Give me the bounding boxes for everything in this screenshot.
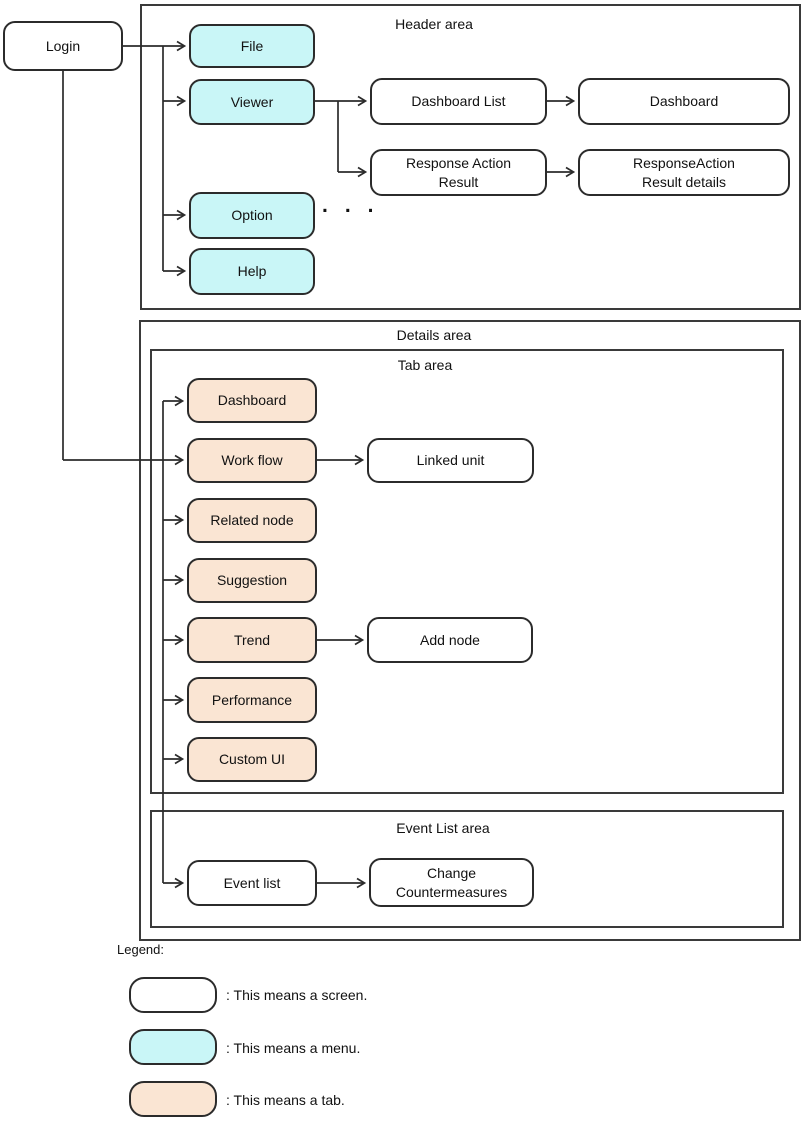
tab-related-node: Related node xyxy=(187,498,317,543)
screen-add-node: Add node xyxy=(367,617,533,663)
screen-event-list: Event list xyxy=(187,860,317,906)
tab-area-box xyxy=(150,349,784,794)
legend-text-screen: : This means a screen. xyxy=(226,987,368,1003)
header-area-title: Header area xyxy=(395,16,473,32)
tab-performance: Performance xyxy=(187,677,317,723)
header-area-box xyxy=(140,4,801,310)
details-area-box xyxy=(139,320,801,941)
tab-area-title: Tab area xyxy=(397,357,453,373)
screen-dashboard-list: Dashboard List xyxy=(370,78,547,125)
details-area-title: Details area xyxy=(396,327,472,343)
menu-file: File xyxy=(189,24,315,68)
legend-text-tab: : This means a tab. xyxy=(226,1092,345,1108)
event-list-area-title: Event List area xyxy=(396,820,490,836)
legend-swatch-screen xyxy=(129,977,217,1013)
menu-help: Help xyxy=(189,248,315,295)
legend-swatch-menu xyxy=(129,1029,217,1065)
ellipsis-dots: ... xyxy=(322,194,391,217)
screen-change-countermeasures: Change Countermeasures xyxy=(369,858,534,907)
legend-text-menu: : This means a menu. xyxy=(226,1040,361,1056)
legend-title: Legend: xyxy=(117,942,164,957)
node-login: Login xyxy=(3,21,123,71)
legend-swatch-tab xyxy=(129,1081,217,1117)
tab-suggestion: Suggestion xyxy=(187,558,317,603)
tab-work-flow: Work flow xyxy=(187,438,317,483)
tab-custom-ui: Custom UI xyxy=(187,737,317,782)
tab-trend: Trend xyxy=(187,617,317,663)
event-list-area-box xyxy=(150,810,784,928)
tab-dashboard: Dashboard xyxy=(187,378,317,423)
menu-viewer: Viewer xyxy=(189,79,315,125)
menu-option: Option xyxy=(189,192,315,239)
screen-response-action-result-details: ResponseAction Result details xyxy=(578,149,790,196)
screen-response-action-result: Response Action Result xyxy=(370,149,547,196)
screen-dashboard: Dashboard xyxy=(578,78,790,125)
screen-linked-unit: Linked unit xyxy=(367,438,534,483)
